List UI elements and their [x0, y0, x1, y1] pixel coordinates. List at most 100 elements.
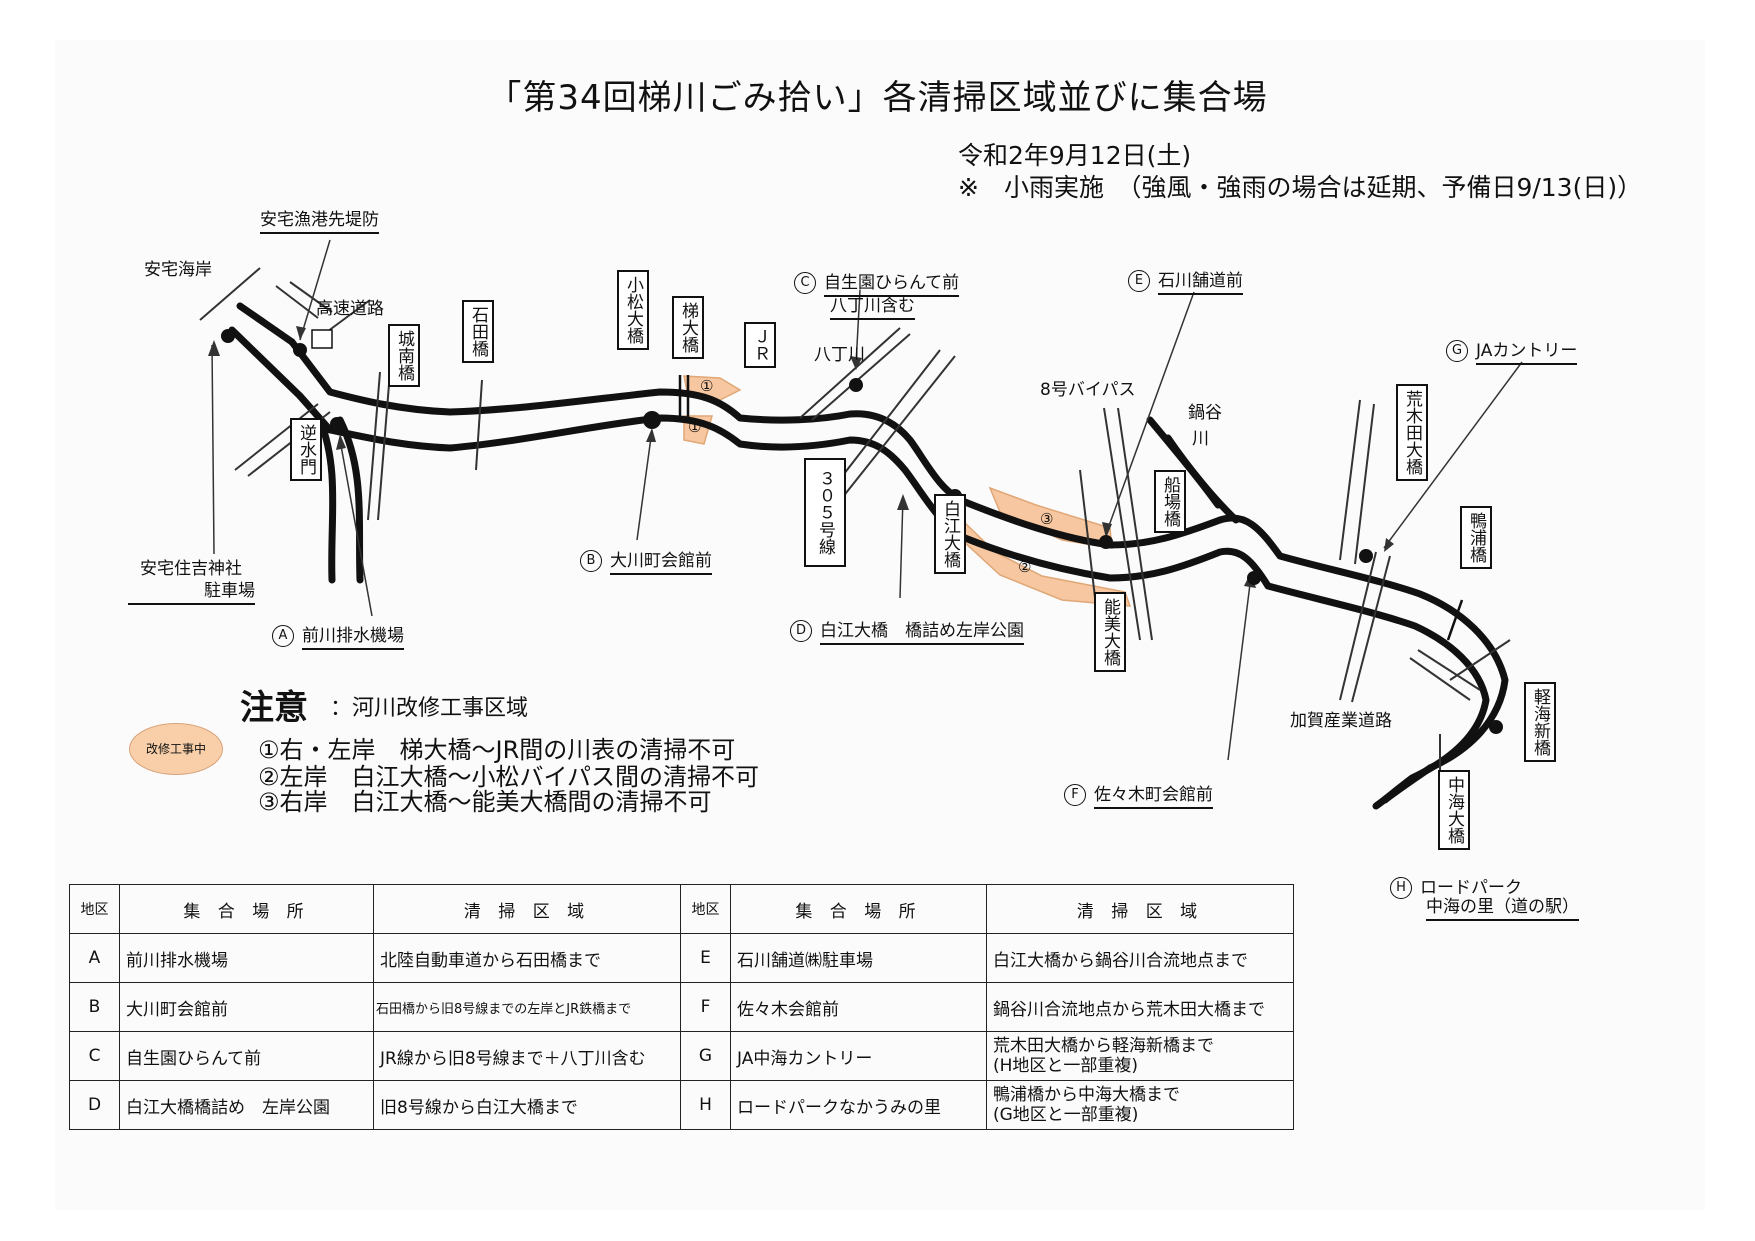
river-mouth-lower — [228, 326, 304, 400]
notice-subtitle: ：河川改修工事区域 — [330, 696, 529, 721]
cell-area: 鍋谷川合流地点から荒木田大橋まで — [986, 982, 1294, 1032]
point-D-letter: D — [790, 620, 812, 642]
notice-title: 注意 — [240, 688, 308, 728]
meeting-point-dots — [221, 329, 1503, 734]
nabetani-label-1: 鍋谷 — [1188, 403, 1222, 423]
cell-id: G — [680, 1031, 731, 1081]
cell-area: 荒木田大橋から軽海新橋まで (H地区と一部重複) — [986, 1031, 1294, 1081]
point-A-text: 前川排水機場 — [302, 626, 404, 650]
inlet-right — [336, 416, 364, 584]
table-row: B 大川町会館前 石田橋から旧8号線までの左岸とJR鉄橋まで F 佐々木会館前 … — [69, 982, 1294, 1032]
cell-id: D — [69, 1080, 120, 1130]
bypass8-road — [1103, 407, 1153, 641]
cell-place: ロードパークなかうみの里 — [730, 1080, 987, 1130]
ataka-coast-label: 安宅海岸 — [144, 260, 212, 280]
cell-place: 自生園ひらんて前 — [119, 1031, 374, 1081]
cell-area: 北陸自動車道から石田橋まで — [373, 933, 681, 983]
cell-id: C — [69, 1031, 120, 1081]
point-H-text1: ロードパーク — [1420, 878, 1522, 898]
route-305: ３０５号線 — [804, 458, 846, 567]
notice-item-1: ①右・左岸 梯大橋～JR間の川表の清掃不可 — [258, 736, 736, 764]
table-row: A 前川排水機場 北陸自動車道から石田橋まで E 石川舗道㈱駐車場 白江大橋から… — [69, 933, 1294, 983]
notice-item-2: ②左岸 白江大橋～小松バイパス間の清掃不可 — [258, 763, 760, 791]
hatcho-road — [799, 327, 911, 421]
cell-area: JR線から旧8号線まで＋八丁川含む — [373, 1031, 681, 1081]
hatchogawa-label: 八丁川 — [814, 345, 865, 365]
bridge-shirae: 白江大橋 — [934, 494, 966, 574]
bridge-aratada: 荒木田大橋 — [1396, 384, 1428, 481]
point-B-letter: B — [580, 550, 602, 572]
header-cleaning-area: 清 掃 区 域 — [373, 884, 681, 934]
event-date: 令和2年9月12日(土) — [958, 141, 1192, 170]
point-dot-G — [1359, 549, 1373, 563]
kamoura-crossing — [1446, 599, 1464, 641]
bridge-ishida: 石田橋 — [462, 300, 494, 363]
cell-area: 鴨浦橋から中海大橋まで (G地区と一部重複) — [986, 1080, 1294, 1130]
point-dot-E — [1099, 535, 1113, 549]
cell-place: 前川排水機場 — [119, 933, 374, 983]
shrine-label-2: 駐車場 — [128, 576, 255, 605]
cell-area: 白江大橋から鍋谷川合流地点まで — [986, 933, 1294, 983]
header-area-code-2: 地区 — [680, 884, 731, 934]
cell-place: 佐々木会館前 — [730, 982, 987, 1032]
expressway-label: 高速道路 — [316, 299, 384, 319]
point-H-text2: 中海の里（道の駅） — [1426, 892, 1579, 921]
point-dot-C — [849, 378, 863, 392]
bridge-funaba: 船場橋 — [1154, 470, 1186, 533]
cell-id: E — [680, 933, 731, 983]
point-G-text: JAカントリー — [1476, 341, 1578, 365]
point-H-label: H ロードパーク — [1390, 873, 1522, 899]
table-row: C 自生園ひらんて前 JR線から旧8号線まで＋八丁川含む G JA中海カントリー… — [69, 1031, 1294, 1081]
rain-note: ※ 小雨実施 （強風・強雨の場合は延期、予備日9/13(日)） — [958, 173, 1643, 202]
inlet-left — [316, 416, 337, 584]
kaga-road-label: 加賀産業道路 — [1290, 711, 1392, 731]
ishida-road — [475, 379, 483, 471]
bypass8-label: 8号バイパス — [1040, 380, 1136, 400]
zone-1-mark-lower: ① — [688, 418, 702, 436]
cell-id: A — [69, 933, 120, 983]
point-H-letter: H — [1390, 877, 1412, 899]
point-C-text2: 八丁川含む — [830, 291, 915, 320]
cell-id: B — [69, 982, 120, 1032]
bridge-nakaumi: 中海大橋 — [1438, 770, 1470, 850]
assignment-table: 地区 集 合 場 所 清 掃 区 域 地区 集 合 場 所 清 掃 区 域 A … — [69, 884, 1294, 1130]
kaga-road-low — [1339, 551, 1391, 703]
construction-badge: 改修工事中 — [129, 723, 223, 775]
jonan-road — [367, 371, 391, 521]
header-cleaning-area-2: 清 掃 区 域 — [986, 884, 1294, 934]
cell-place: 大川町会館前 — [119, 982, 374, 1032]
point-F-text: 佐々木町会館前 — [1094, 785, 1213, 809]
nabetani-river-2 — [1146, 416, 1222, 509]
zone-2-mark: ② — [1018, 558, 1032, 576]
header-meeting-place-2: 集 合 場 所 — [730, 884, 987, 934]
bridge-jonan: 城南橋 — [388, 324, 420, 387]
bridge-kakehashi: 梯大橋 — [672, 296, 704, 359]
river-banks — [228, 302, 1509, 810]
cell-area: 石田橋から旧8号線までの左岸とJR鉄橋まで — [373, 982, 681, 1032]
river-upper-bank — [288, 338, 1509, 804]
coast-road — [199, 267, 261, 321]
cell-place: JA中海カントリー — [730, 1031, 987, 1081]
point-C-text1: 自生園ひらんて前 — [824, 273, 960, 297]
kaga-road — [1339, 399, 1375, 565]
header-area-code: 地区 — [69, 884, 120, 934]
point-F-letter: F — [1064, 784, 1086, 806]
bridge-nomi: 能美大橋 — [1094, 592, 1126, 672]
point-dot-F — [1247, 571, 1261, 585]
route305-road — [829, 349, 956, 499]
cell-place: 白江大橋橋詰め 左岸公園 — [119, 1080, 374, 1130]
bridge-jr: ＪＲ — [744, 322, 776, 368]
nakaumi-cross — [1409, 649, 1481, 701]
karumi-road — [1449, 639, 1511, 681]
point-dot-shrine — [221, 329, 235, 343]
point-F-label: F 佐々木町会館前 — [1064, 780, 1213, 809]
zone-1-mark-upper: ① — [700, 377, 714, 395]
point-dot-port — [293, 343, 307, 357]
cell-id: F — [680, 982, 731, 1032]
bridge-kamoura: 鴨浦橋 — [1460, 506, 1492, 569]
